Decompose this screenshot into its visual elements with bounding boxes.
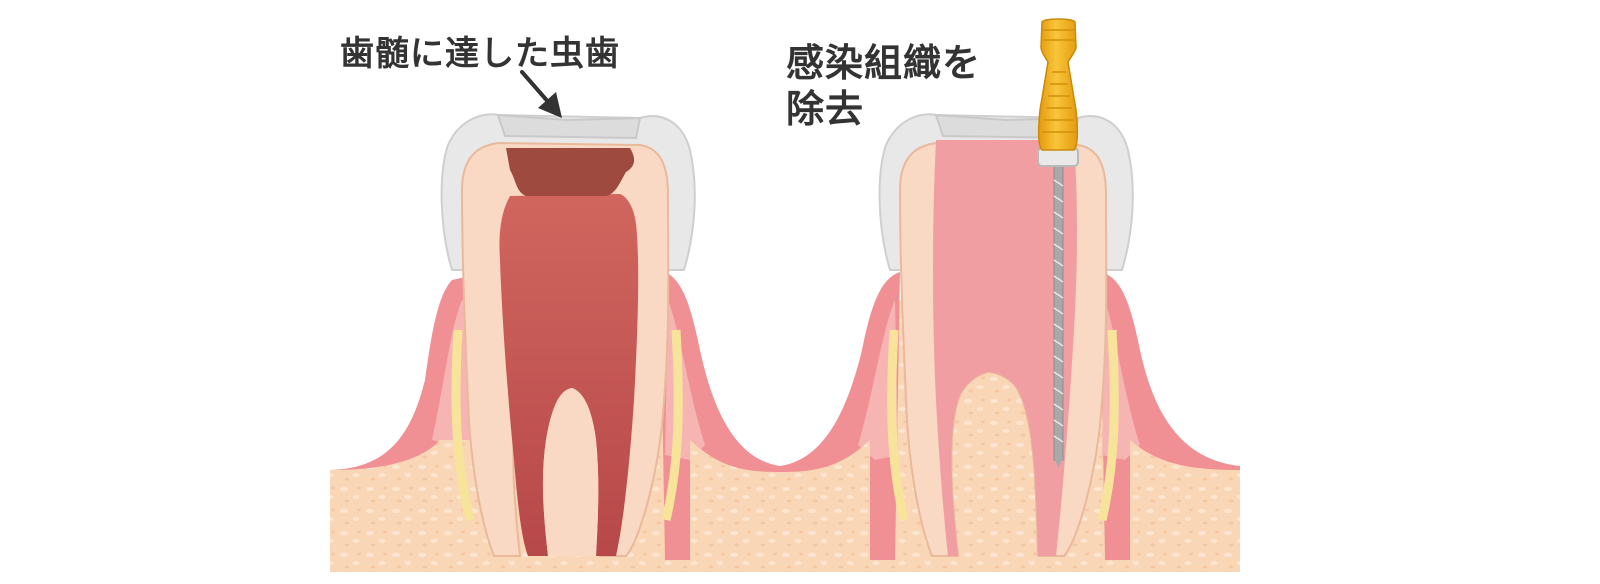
caption-remove-infected-tissue: 感染組織を 除去	[786, 40, 981, 132]
caption-line-1: 感染組織を	[786, 41, 982, 85]
file-tip	[1054, 458, 1063, 468]
enamel-top-left	[496, 113, 642, 140]
cavity	[506, 148, 635, 196]
membrane-right-outer	[887, 329, 909, 522]
bone-middle	[690, 440, 870, 572]
endodontic-file-icon	[1037, 18, 1079, 468]
bone-right	[1130, 440, 1240, 572]
caption-line-2: 除去	[786, 87, 865, 131]
tooth-left	[440, 113, 696, 557]
file-handle-ridges	[1042, 29, 1076, 133]
file-shaft-spiral	[1053, 179, 1064, 443]
arrow-down-right-icon	[520, 70, 562, 118]
cleaned-canal	[933, 140, 1077, 556]
membrane-right-right	[1097, 329, 1119, 522]
membrane-left-outer	[451, 329, 475, 522]
file-shaft	[1053, 163, 1064, 461]
infected-pulp	[499, 194, 639, 556]
membrane-left-right	[661, 329, 683, 522]
bone-lower	[330, 440, 470, 572]
root-split-left	[542, 388, 599, 556]
caption-caries-reaching-pulp: 歯髄に達した虫歯	[340, 34, 620, 74]
